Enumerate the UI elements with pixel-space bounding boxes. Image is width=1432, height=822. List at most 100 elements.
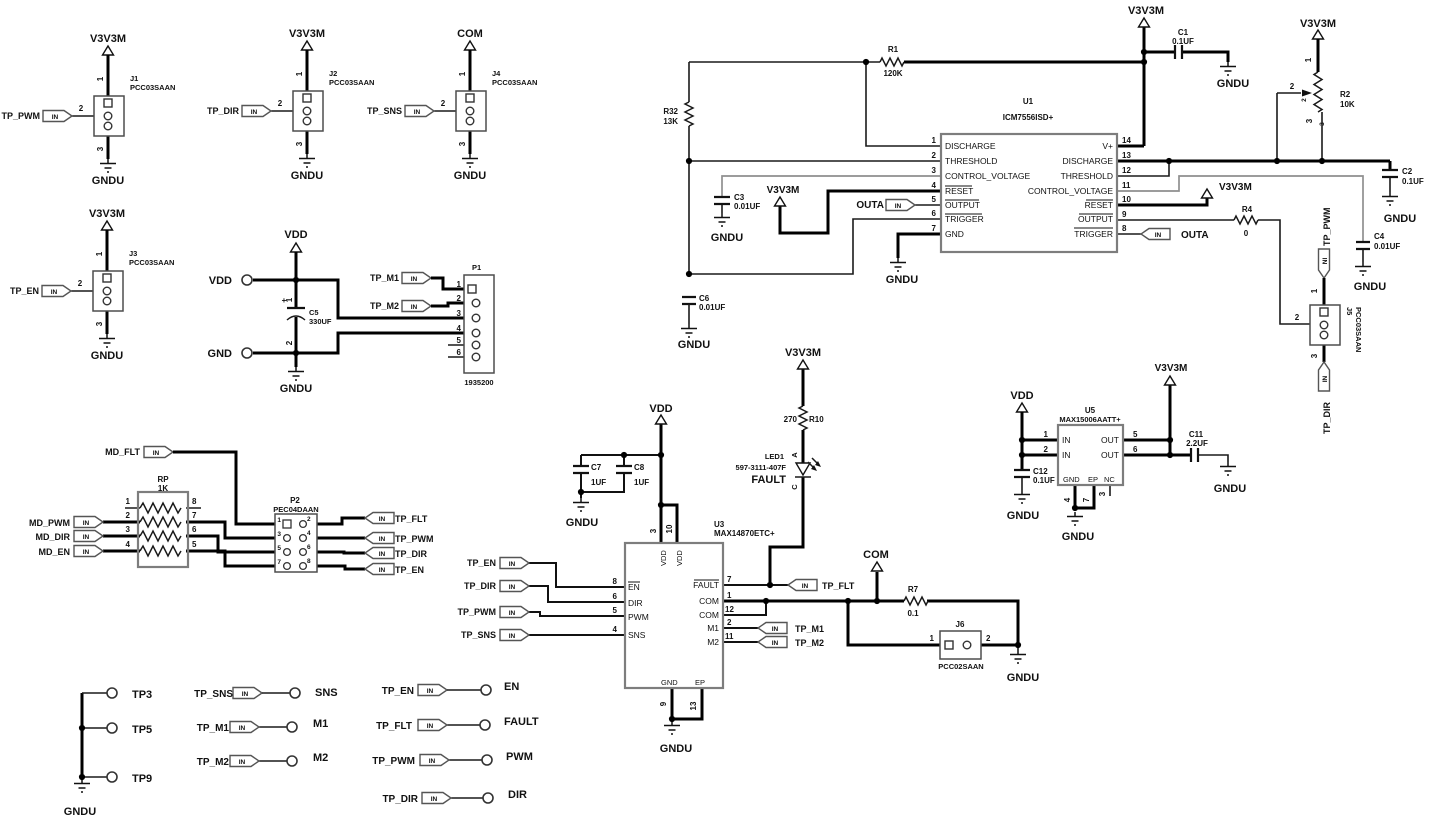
svg-text:IN: IN bbox=[83, 549, 90, 556]
signal-label: TP_M2 bbox=[795, 638, 824, 648]
value: 270 bbox=[784, 415, 798, 424]
resistor-r10 bbox=[797, 405, 809, 431]
svg-text:EP: EP bbox=[1088, 475, 1098, 484]
potentiometer-r2: V3V3M 1 2 2 3 3 R2 10K bbox=[1290, 18, 1355, 126]
resistor-r2 bbox=[1312, 71, 1324, 113]
pin-number: 1 bbox=[96, 76, 105, 81]
svg-text:VDD: VDD bbox=[284, 229, 307, 241]
svg-text:4: 4 bbox=[307, 530, 311, 537]
pin-circle bbox=[102, 296, 112, 306]
svg-text:TP9: TP9 bbox=[132, 773, 152, 785]
pin-square bbox=[467, 284, 477, 294]
power-flag-icon bbox=[289, 242, 303, 253]
svg-text:GNDU: GNDU bbox=[454, 170, 486, 182]
svg-text:OUT: OUT bbox=[1101, 435, 1119, 445]
net-label: V3V3M bbox=[90, 33, 126, 45]
refdes: J2 bbox=[329, 69, 337, 78]
svg-text:2: 2 bbox=[1295, 313, 1300, 322]
svg-text:OUTA: OUTA bbox=[1181, 230, 1209, 241]
svg-text:8: 8 bbox=[1122, 224, 1127, 233]
ground-icon bbox=[287, 366, 305, 381]
testpoint-circle bbox=[286, 755, 298, 767]
svg-text:M2: M2 bbox=[707, 637, 719, 647]
signal-label: TP_PWM bbox=[1, 111, 40, 121]
svg-text:1: 1 bbox=[1304, 57, 1313, 62]
svg-text:PWM: PWM bbox=[628, 612, 649, 622]
pin-number: 2 bbox=[79, 104, 84, 113]
part-number: 597-3111-407F bbox=[736, 463, 787, 472]
refdes: C1 bbox=[1178, 28, 1189, 37]
pin-circle bbox=[471, 313, 481, 323]
svg-text:IN: IN bbox=[1062, 450, 1071, 460]
svg-text:EP: EP bbox=[695, 678, 705, 687]
pin-circle bbox=[298, 547, 308, 557]
svg-text:TP5: TP5 bbox=[132, 724, 152, 736]
svg-text:4: 4 bbox=[126, 540, 131, 549]
refdes: J3 bbox=[129, 249, 137, 258]
svg-text:1: 1 bbox=[1310, 288, 1319, 293]
refdes: P1 bbox=[472, 263, 481, 272]
svg-text:GNDU: GNDU bbox=[1384, 213, 1416, 225]
signal-label: TP_PWM bbox=[457, 607, 496, 617]
value: 120K bbox=[883, 69, 902, 78]
svg-text:V3V3M: V3V3M bbox=[767, 185, 800, 196]
svg-text:7: 7 bbox=[192, 511, 197, 520]
signal-label: TP_EN bbox=[395, 565, 424, 575]
ground-icon bbox=[1219, 461, 1237, 476]
svg-text:GNDU: GNDU bbox=[678, 339, 710, 351]
refdes: J4 bbox=[492, 69, 501, 78]
svg-text:IN: IN bbox=[52, 114, 59, 121]
svg-text:IN: IN bbox=[251, 109, 258, 116]
svg-text:IN: IN bbox=[379, 536, 386, 543]
svg-text:3: 3 bbox=[295, 141, 304, 146]
pin-circle bbox=[962, 640, 972, 650]
svg-text:TP_DIR: TP_DIR bbox=[382, 794, 418, 805]
pin-circle bbox=[471, 340, 481, 350]
ground-icon bbox=[1354, 261, 1372, 276]
svg-text:V+: V+ bbox=[1102, 141, 1113, 151]
ground-icon bbox=[713, 212, 731, 227]
svg-text:4: 4 bbox=[613, 625, 618, 634]
svg-text:GND: GND bbox=[1063, 475, 1080, 484]
led-arrow-icon bbox=[815, 461, 821, 467]
svg-text:3: 3 bbox=[458, 141, 467, 146]
svg-text:TP_PWM: TP_PWM bbox=[372, 756, 415, 767]
svg-text:TP3: TP3 bbox=[132, 689, 152, 701]
ground-icon bbox=[1009, 649, 1027, 664]
ic-u1-section: R1 120K R32 13K V3V3M C1 0.1UF GNDU U1 I… bbox=[663, 5, 1424, 351]
svg-text:IN: IN bbox=[379, 516, 386, 523]
svg-text:GND: GND bbox=[661, 678, 678, 687]
signal-label: MD_FLT bbox=[105, 447, 140, 457]
pin-circle bbox=[298, 533, 308, 543]
svg-text:THRESHOLD: THRESHOLD bbox=[1061, 171, 1113, 181]
svg-text:GNDU: GNDU bbox=[1214, 483, 1246, 495]
svg-text:1: 1 bbox=[932, 136, 937, 145]
svg-text:+: + bbox=[282, 296, 287, 305]
pin-circle bbox=[1319, 320, 1329, 330]
svg-text:6: 6 bbox=[1133, 445, 1138, 454]
svg-text:6: 6 bbox=[192, 525, 197, 534]
svg-text:14: 14 bbox=[1122, 136, 1131, 145]
refdes: R32 bbox=[663, 107, 678, 116]
power-flag-icon bbox=[1163, 375, 1177, 386]
svg-text:2: 2 bbox=[441, 99, 446, 108]
pin-circle bbox=[282, 561, 292, 571]
svg-text:1: 1 bbox=[126, 497, 131, 506]
svg-text:3: 3 bbox=[1310, 353, 1319, 358]
svg-text:TP_SNS: TP_SNS bbox=[194, 689, 233, 700]
signal-label: TP_M1 bbox=[795, 624, 824, 634]
svg-text:M2: M2 bbox=[313, 752, 328, 764]
signal-label: TP_PWM bbox=[1322, 207, 1332, 246]
svg-text:A: A bbox=[790, 452, 799, 458]
svg-text:8: 8 bbox=[307, 558, 311, 565]
svg-text:IN: IN bbox=[509, 610, 516, 617]
ground-icon bbox=[572, 497, 590, 512]
svg-text:GNDU: GNDU bbox=[1062, 531, 1094, 543]
led-arrow-icon bbox=[811, 465, 817, 471]
testpoint-circle bbox=[106, 771, 118, 783]
signal-label: MD_DIR bbox=[35, 532, 70, 542]
svg-text:5: 5 bbox=[277, 545, 281, 552]
svg-text:2: 2 bbox=[278, 99, 283, 108]
svg-text:VDD: VDD bbox=[649, 403, 672, 415]
net-label: VDD bbox=[209, 275, 232, 287]
